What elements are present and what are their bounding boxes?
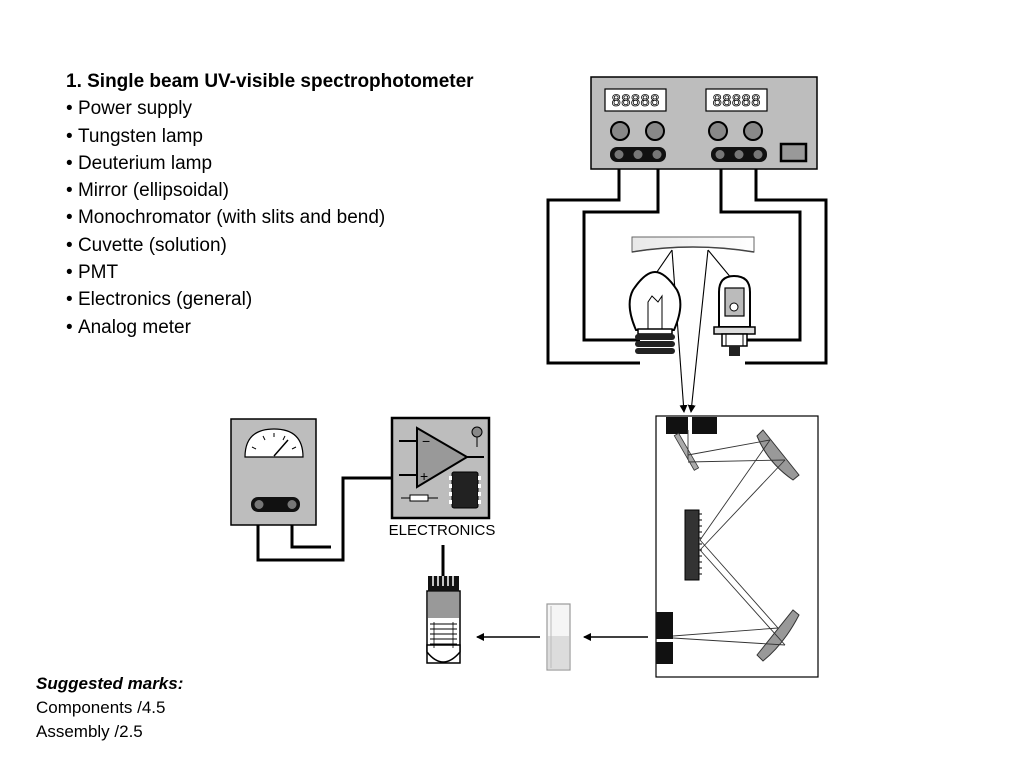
list-item: Analog meter [66,314,474,341]
component-list: 1. Single beam UV-visible spectrophotome… [66,68,474,341]
power-supply-icon: 88888 88888 [590,76,818,170]
list-item: PMT [66,259,474,286]
display-left [604,88,667,112]
display-left-digits: 88888 [611,91,659,110]
ellipsoidal-mirror-icon [631,236,755,253]
list-item: Power supply [66,95,474,122]
list-item: Mirror (ellipsoidal) [66,177,474,204]
electronics-icon: − + ELECTRONICS [389,416,496,539]
pmt-icon [426,576,461,664]
list-item: Cuvette (solution) [66,232,474,259]
entrance-slit [666,417,688,434]
power-switch [779,142,808,163]
knob [610,121,630,141]
list-item: Monochromator (with slits and bend) [66,204,474,231]
knob [645,121,665,141]
display-right-digits: 88888 [712,91,760,110]
list-item: Electronics (general) [66,286,474,313]
deuterium-lamp-icon [713,274,756,356]
electronics-label: ELECTRONICS [389,522,496,539]
display-right [705,88,768,112]
marks-heading: Suggested marks: [36,674,184,693]
cuvette-icon [546,603,571,671]
suggested-marks: Suggested marks: Components /4.5 Assembl… [36,672,183,744]
tungsten-lamp-icon [628,270,682,354]
monochromator-icon [655,415,819,678]
op-amp-minus: − [422,433,430,449]
analog-meter-icon [230,418,317,526]
knob [743,121,763,141]
op-amp-plus: + [420,468,428,484]
marks-components: Components /4.5 [36,698,166,717]
power-supply-wires [546,155,828,365]
page-title: 1. Single beam UV-visible spectrophotome… [66,71,474,92]
knob [708,121,728,141]
list-item: Tungsten lamp [66,123,474,150]
component-items: Power supply Tungsten lamp Deuterium lam… [66,95,474,341]
exit-slit [656,612,673,639]
list-item: Deuterium lamp [66,150,474,177]
marks-assembly: Assembly /2.5 [36,722,143,741]
